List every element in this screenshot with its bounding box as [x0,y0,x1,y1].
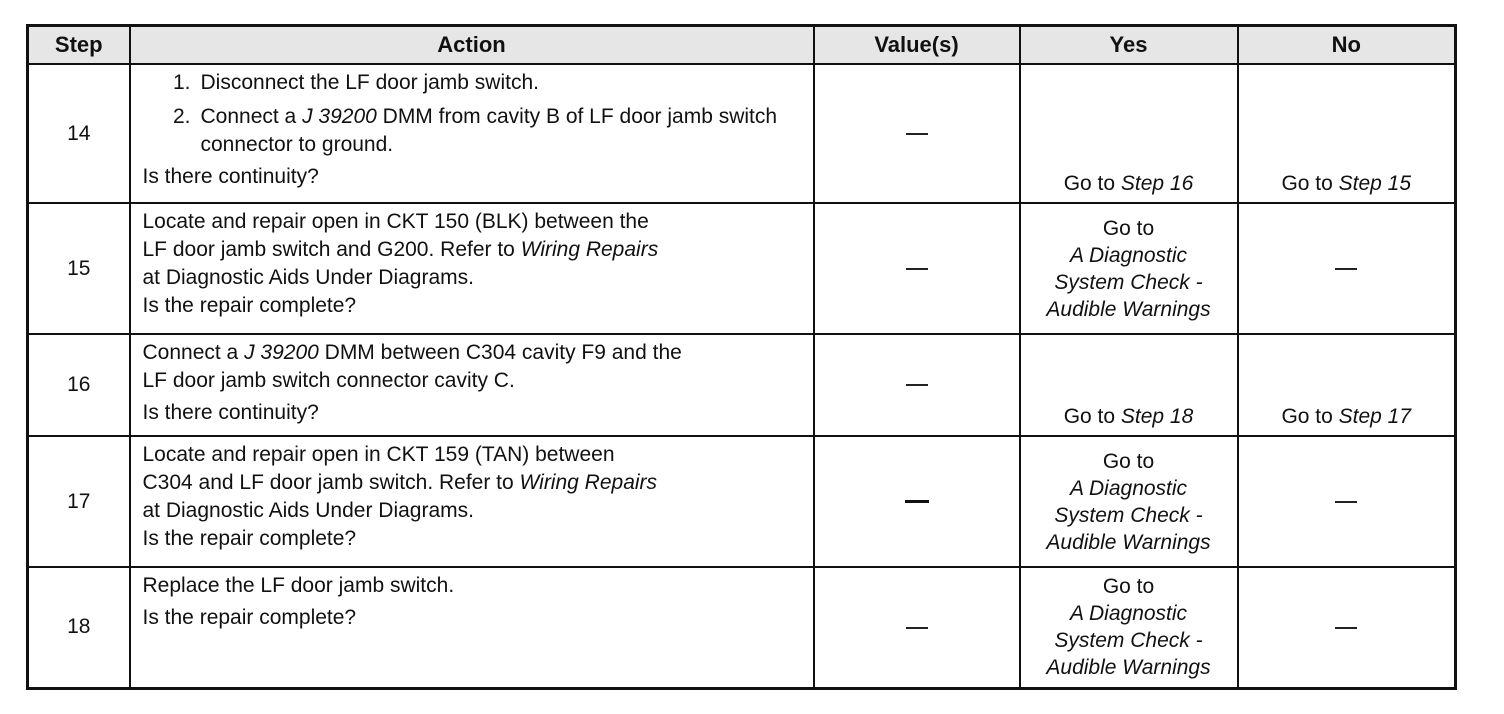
dash-mark [905,267,928,270]
action-item: 1. Disconnect the LF door jamb switch. [172,71,539,94]
header-step: Step [26,24,131,65]
action-cell: Replace the LF door jamb switch. Is the … [128,566,815,689]
step-number: 15 [26,202,131,335]
value-cell [812,202,1021,335]
action-cell: Locate and repair open in CKT 150 (BLK) … [128,202,815,335]
dash-mark [1335,626,1358,629]
header-action: Action [128,24,815,65]
no-cell: Go to Step 15 [1236,63,1457,204]
value-cell [812,566,1021,689]
table-row: 16 Connect a J 39200 DMM between C304 ca… [26,333,1457,437]
dash-mark [905,384,928,387]
table-row: 15 Locate and repair open in CKT 150 (BL… [26,202,1457,335]
step-number: 18 [26,566,131,689]
wiring-repairs-reference: Wiring Repairs [519,471,658,494]
action-question: Is the repair complete? [142,294,357,317]
dash-mark [905,626,928,629]
yes-cell: Go to Step 16 [1018,63,1239,204]
header-row: Step Action Value(s) Yes No [26,24,1457,65]
yes-cell: Go to A Diagnostic System Check - Audibl… [1018,566,1239,689]
no-cell [1236,202,1457,335]
yes-cell: Go to A Diagnostic System Check - Audibl… [1018,202,1239,335]
table-row: 14 1. Disconnect the LF door jamb switch… [26,63,1457,204]
diagnostic-table: Step Action Value(s) Yes No 14 1. Discon… [26,24,1457,690]
dash-mark [1335,267,1358,270]
dash-mark [904,500,929,504]
action-cell: Connect a J 39200 DMM between C304 cavit… [128,333,815,437]
step-reference: Step 15 [1338,172,1412,195]
step-reference: Step 17 [1338,405,1412,428]
table-row: 18 Replace the LF door jamb switch. Is t… [26,566,1457,689]
tool-reference: J 39200 [244,341,319,364]
no-cell [1236,435,1457,568]
header-yes: Yes [1018,24,1239,65]
action-question: Is there continuity? [142,165,319,188]
header-no: No [1236,24,1457,65]
step-number: 17 [26,435,131,568]
action-item: 2. Connect a J 39200 DMM from cavity B o… [172,105,778,156]
value-cell [812,435,1021,568]
no-cell [1236,566,1457,689]
step-reference: Step 16 [1120,172,1194,195]
step-reference: Step 18 [1120,405,1194,428]
value-cell [812,63,1021,204]
step-number: 14 [26,63,131,204]
action-question: Is the repair complete? [142,527,357,550]
step-number: 16 [26,333,131,437]
action-cell: Locate and repair open in CKT 159 (TAN) … [128,435,815,568]
table-row: 17 Locate and repair open in CKT 159 (TA… [26,435,1457,568]
tool-reference: J 39200 [302,105,377,128]
yes-cell: Go to A Diagnostic System Check - Audibl… [1018,435,1239,568]
wiring-repairs-reference: Wiring Repairs [520,238,659,261]
dash-mark [905,132,928,135]
no-cell: Go to Step 17 [1236,333,1457,437]
value-cell [812,333,1021,437]
yes-cell: Go to Step 18 [1018,333,1239,437]
action-cell: 1. Disconnect the LF door jamb switch. 2… [128,63,815,204]
action-question: Is there continuity? [142,401,319,424]
header-values: Value(s) [812,24,1021,65]
dash-mark [1335,500,1358,503]
action-question: Is the repair complete? [142,606,357,629]
